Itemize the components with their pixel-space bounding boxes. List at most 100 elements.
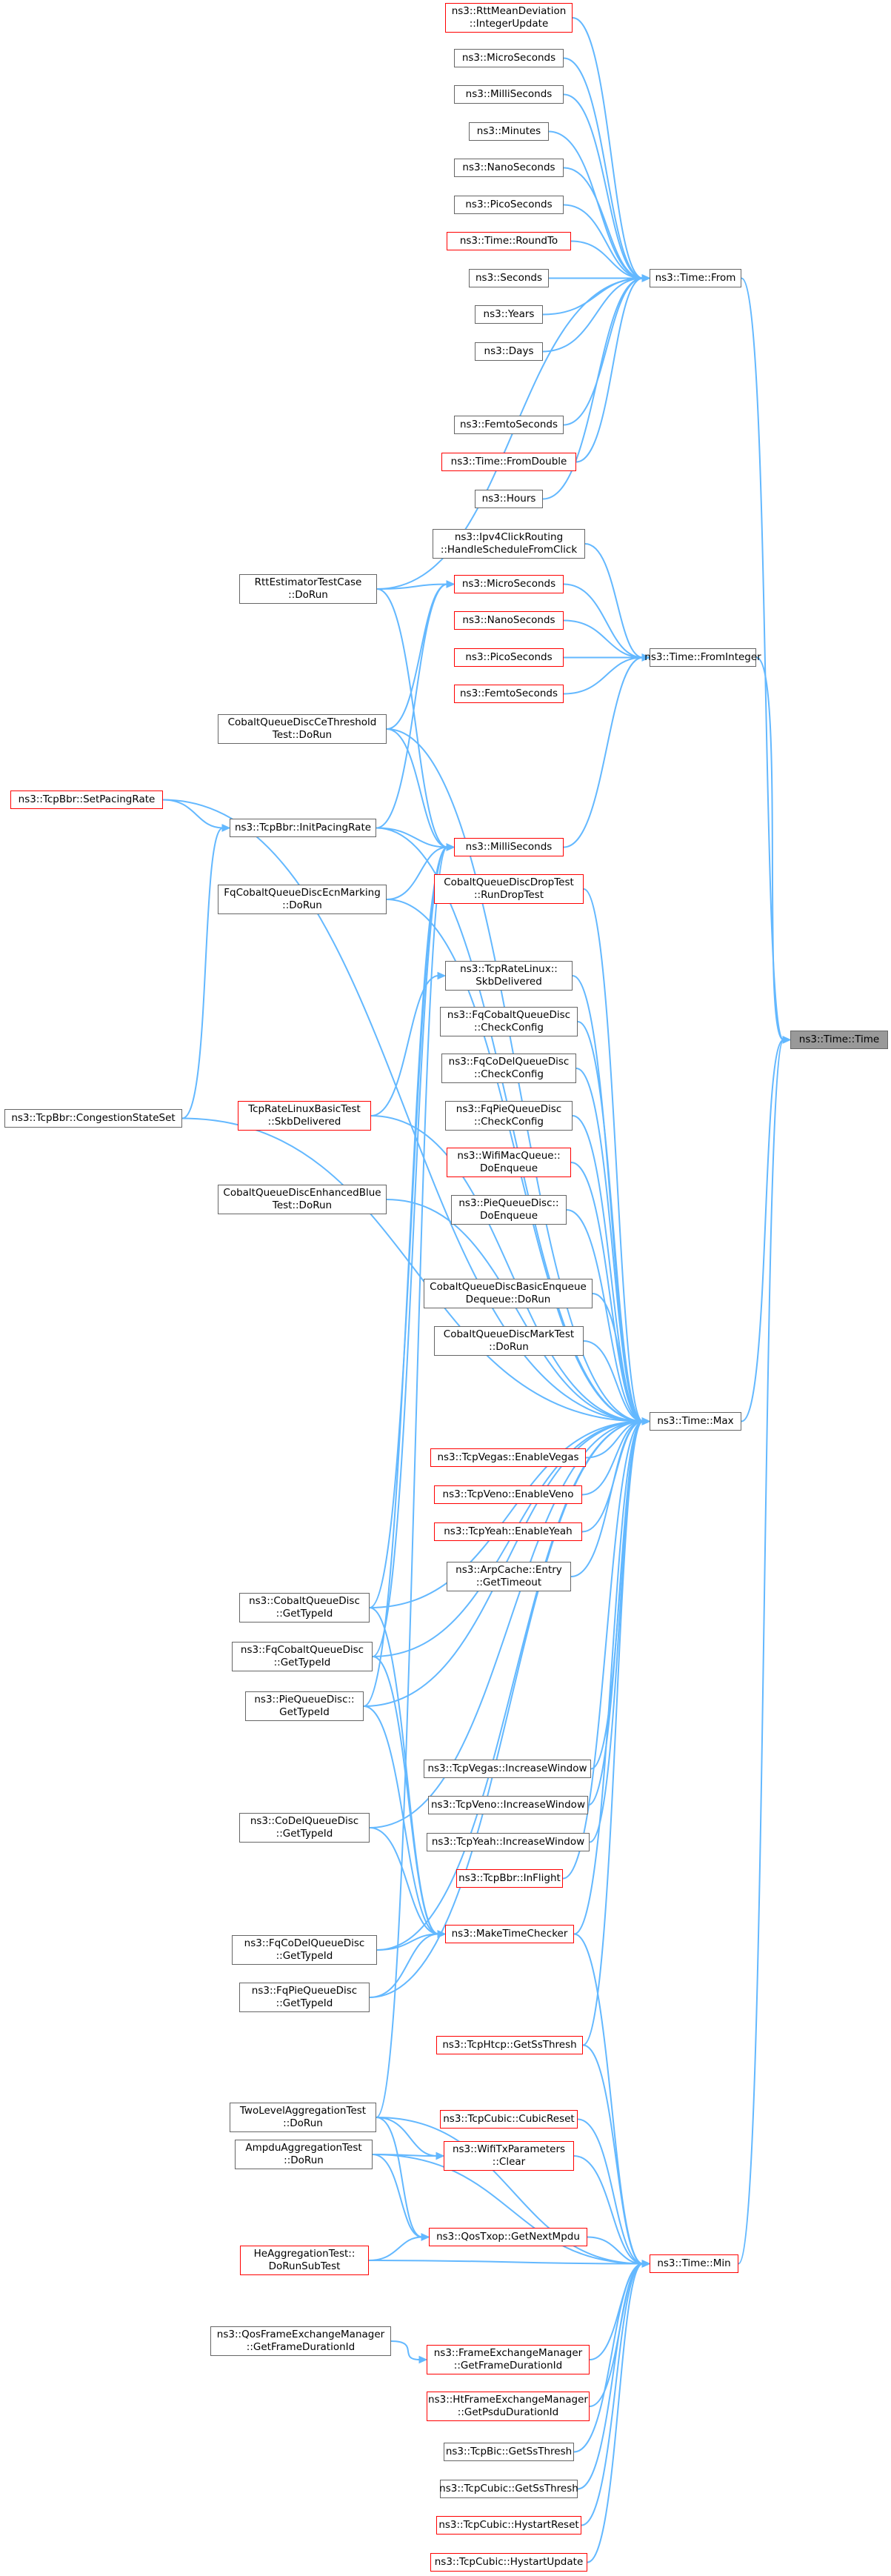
edge-fqpie-typeid-to-maketimechecker [369,1933,439,1998]
node-tcpratelinux[interactable]: ns3::TcpRateLinux:: SkbDelivered [445,961,573,991]
edge-tcpbbr-inflight-to-max [562,1420,644,1880]
node-arpcache[interactable]: ns3::ArpCache::Entry ::GetTimeout [447,1562,571,1591]
node-f-nano[interactable]: ns3::NanoSeconds [454,159,564,177]
edge-f-pico-to-from [563,204,644,279]
edge-cobaltce-to-i-milli [386,728,448,848]
arrowhead-fqpie-typeid-to-maketimechecker [437,1930,447,1938]
node-htframe[interactable]: ns3::HtFrameExchangeManager ::GetPsduDur… [427,2392,590,2421]
node-tcpvegas-inc[interactable]: ns3::TcpVegas::IncreaseWindow [424,1760,591,1778]
edge-qostxop-to-min [587,2236,644,2265]
node-fqcobalt-typeid[interactable]: ns3::FqCobaltQueueDisc ::GetTypeId [232,1642,373,1671]
edge-tcpbbr-setpacing-to-tcpbbr-initpacing [162,799,224,829]
node-tcprate-test[interactable]: TcpRateLinuxBasicTest ::SkbDelivered [238,1101,371,1131]
node-max[interactable]: ns3::Time::Max [650,1412,741,1431]
edge-ampdu-to-min [372,2154,644,2265]
node-maketimechecker[interactable]: ns3::MakeTimeChecker [445,1925,574,1943]
node-tcpcubic-reset[interactable]: ns3::TcpCubic::CubicReset [440,2110,578,2129]
edge-tcpcubic-reset-to-min [577,2118,644,2265]
node-tcpcubic-ss[interactable]: ns3::TcpCubic::GetSsThresh [439,2480,578,2498]
node-pie-enq[interactable]: ns3::PieQueueDisc:: DoEnqueue [451,1195,567,1225]
edge-rttest-to-i-milli [376,588,448,848]
edge-codel-typeid-to-maketimechecker [369,1827,439,1935]
arrowhead-tcpcubic-hyupdate-to-min [641,2260,651,2268]
node-fqcodel-check[interactable]: ns3::FqCoDelQueueDisc ::CheckConfig [441,1054,576,1083]
node-wifimac-enq[interactable]: ns3::WifiMacQueue:: DoEnqueue [447,1148,571,1177]
node-wifitx-clear[interactable]: ns3::WifiTxParameters ::Clear [444,2141,574,2171]
node-codel-typeid[interactable]: ns3::CoDelQueueDisc ::GetTypeId [239,1813,370,1843]
edge-tcprate-test-to-tcpratelinux [370,975,439,1116]
edge-fqcobalt-typeid-to-maketimechecker [372,1656,439,1935]
node-tcpyeah-enable[interactable]: ns3::TcpYeah::EnableYeah [434,1522,582,1541]
node-f-minutes[interactable]: ns3::Minutes [469,122,549,141]
node-min[interactable]: ns3::Time::Min [650,2254,738,2273]
edge-cobaltblue-to-max [386,1199,644,1422]
node-tcpvegas-enable[interactable]: ns3::TcpVegas::EnableVegas [430,1448,586,1467]
node-cobalt-typeid[interactable]: ns3::CobaltQueueDisc ::GetTypeId [239,1593,370,1623]
node-qostxop[interactable]: ns3::QosTxop::GetNextMpdu [429,2228,587,2246]
node-pie-typeid[interactable]: ns3::PieQueueDisc:: GetTypeId [245,1691,364,1721]
node-fqcobalt-check[interactable]: ns3::FqCobaltQueueDisc ::CheckConfig [440,1007,578,1036]
node-cobaltce[interactable]: CobaltQueueDiscCeThreshold Test::DoRun [218,714,387,744]
edge-arpcache-to-max [570,1420,644,1577]
arrowhead-rttest-to-from [641,274,651,282]
edge-frominteger-to-focus [755,656,784,1041]
node-tcpbbr-initpacing[interactable]: ns3::TcpBbr::InitPacingRate [230,819,376,837]
node-f-pico[interactable]: ns3::PicoSeconds [454,196,564,214]
node-tcpcubic-hyupdate[interactable]: ns3::TcpCubic::HystartUpdate [430,2553,587,2572]
node-tcpbbr-setpacing[interactable]: ns3::TcpBbr::SetPacingRate [10,791,163,809]
node-tcpbbr-inflight[interactable]: ns3::TcpBbr::InFlight [456,1869,563,1888]
arrowhead-heagg-to-qostxop [421,2233,430,2241]
node-tcpyeah-inc[interactable]: ns3::TcpYeah::IncreaseWindow [427,1833,590,1851]
edge-pie-enq-to-max [566,1209,644,1422]
edge-tcpbbr-congestion-to-max [181,1117,644,1422]
node-f-years[interactable]: ns3::Years [475,305,543,324]
arrowhead-min-to-focus [782,1036,792,1044]
node-heagg[interactable]: HeAggregationTest:: DoRunSubTest [240,2246,369,2275]
node-tcpveno-inc[interactable]: ns3::TcpVeno::IncreaseWindow [428,1796,588,1814]
edge-wifitx-clear-to-min [573,2155,644,2265]
node-f-micro[interactable]: ns3::MicroSeconds [454,49,564,67]
node-tcpbbr-congestion[interactable]: ns3::TcpBbr::CongestionStateSet [4,1109,182,1128]
edge-cobaltce-to-i-micro [386,583,448,730]
node-f-fromdouble[interactable]: ns3::Time::FromDouble [441,453,576,471]
node-i-milli[interactable]: ns3::MilliSeconds [454,838,564,856]
node-from[interactable]: ns3::Time::From [650,269,741,287]
node-tcphtcp[interactable]: ns3::TcpHtcp::GetSsThresh [436,2036,583,2054]
node-frameexch[interactable]: ns3::FrameExchangeManager ::GetFrameDura… [427,2345,590,2374]
node-i-femto[interactable]: ns3::FemtoSeconds [454,685,564,703]
node-i-pico[interactable]: ns3::PicoSeconds [454,648,564,667]
edge-max-to-focus [741,1039,784,1422]
node-frominteger[interactable]: ns3::Time::FromInteger [644,648,761,667]
node-fqpie-check[interactable]: ns3::FqPieQueueDisc ::CheckConfig [445,1101,573,1131]
edge-f-fromdouble-to-from [575,277,644,463]
node-cobaltmark[interactable]: CobaltQueueDiscMarkTest ::DoRun [434,1326,584,1356]
node-ipv4click[interactable]: ns3::Ipv4ClickRouting ::HandleScheduleFr… [433,529,585,559]
node-twolevel[interactable]: TwoLevelAggregationTest ::DoRun [230,2103,376,2132]
node-f-femto[interactable]: ns3::FemtoSeconds [454,416,564,434]
arrowhead-tcpbbr-congestion-to-tcpbbr-initpacing [221,824,231,832]
node-tcpbic[interactable]: ns3::TcpBic::GetSsThresh [444,2443,574,2461]
node-f-hours[interactable]: ns3::Hours [475,490,543,508]
node-cobaltbasic[interactable]: CobaltQueueDiscBasicEnqueue Dequeue::DoR… [424,1279,593,1308]
node-fqcobaltecn[interactable]: FqCobaltQueueDiscEcnMarking ::DoRun [218,885,387,914]
node-f-roundto[interactable]: ns3::Time::RoundTo [447,232,571,250]
node-qosframe[interactable]: ns3::QosFrameExchangeManager ::GetFrameD… [210,2326,391,2356]
node-fqcodel-typeid[interactable]: ns3::FqCoDelQueueDisc ::GetTypeId [232,1935,377,1965]
arrowhead-tcphtcp-to-max [641,1417,651,1425]
node-ampdu[interactable]: AmpduAggregationTest ::DoRun [235,2140,373,2169]
node-cobaltdrop[interactable]: CobaltQueueDiscDropTest ::RunDropTest [434,874,584,904]
node-f-days[interactable]: ns3::Days [475,342,543,361]
arrowhead-tcprate-test-to-tcpratelinux [437,971,447,980]
node-tcpveno-enable[interactable]: ns3::TcpVeno::EnableVeno [434,1485,582,1504]
node-fqpie-typeid[interactable]: ns3::FqPieQueueDisc ::GetTypeId [239,1983,370,2012]
node-f-seconds[interactable]: ns3::Seconds [469,269,549,287]
node-rttest[interactable]: RttEstimatorTestCase ::DoRun [239,574,377,604]
edge-tcpbbr-setpacing-to-max [162,799,644,1422]
node-rttmean[interactable]: ns3::RttMeanDeviation ::IntegerUpdate [445,3,573,33]
arrowhead-qosframe-to-frameexch [418,2355,428,2364]
node-f-milli[interactable]: ns3::MilliSeconds [454,85,564,104]
node-i-nano[interactable]: ns3::NanoSeconds [454,611,564,630]
node-cobaltblue[interactable]: CobaltQueueDiscEnhancedBlue Test::DoRun [218,1185,387,1214]
node-tcpcubic-hyreset[interactable]: ns3::TcpCubic::HystartReset [436,2516,581,2535]
node-i-micro[interactable]: ns3::MicroSeconds [454,575,564,593]
